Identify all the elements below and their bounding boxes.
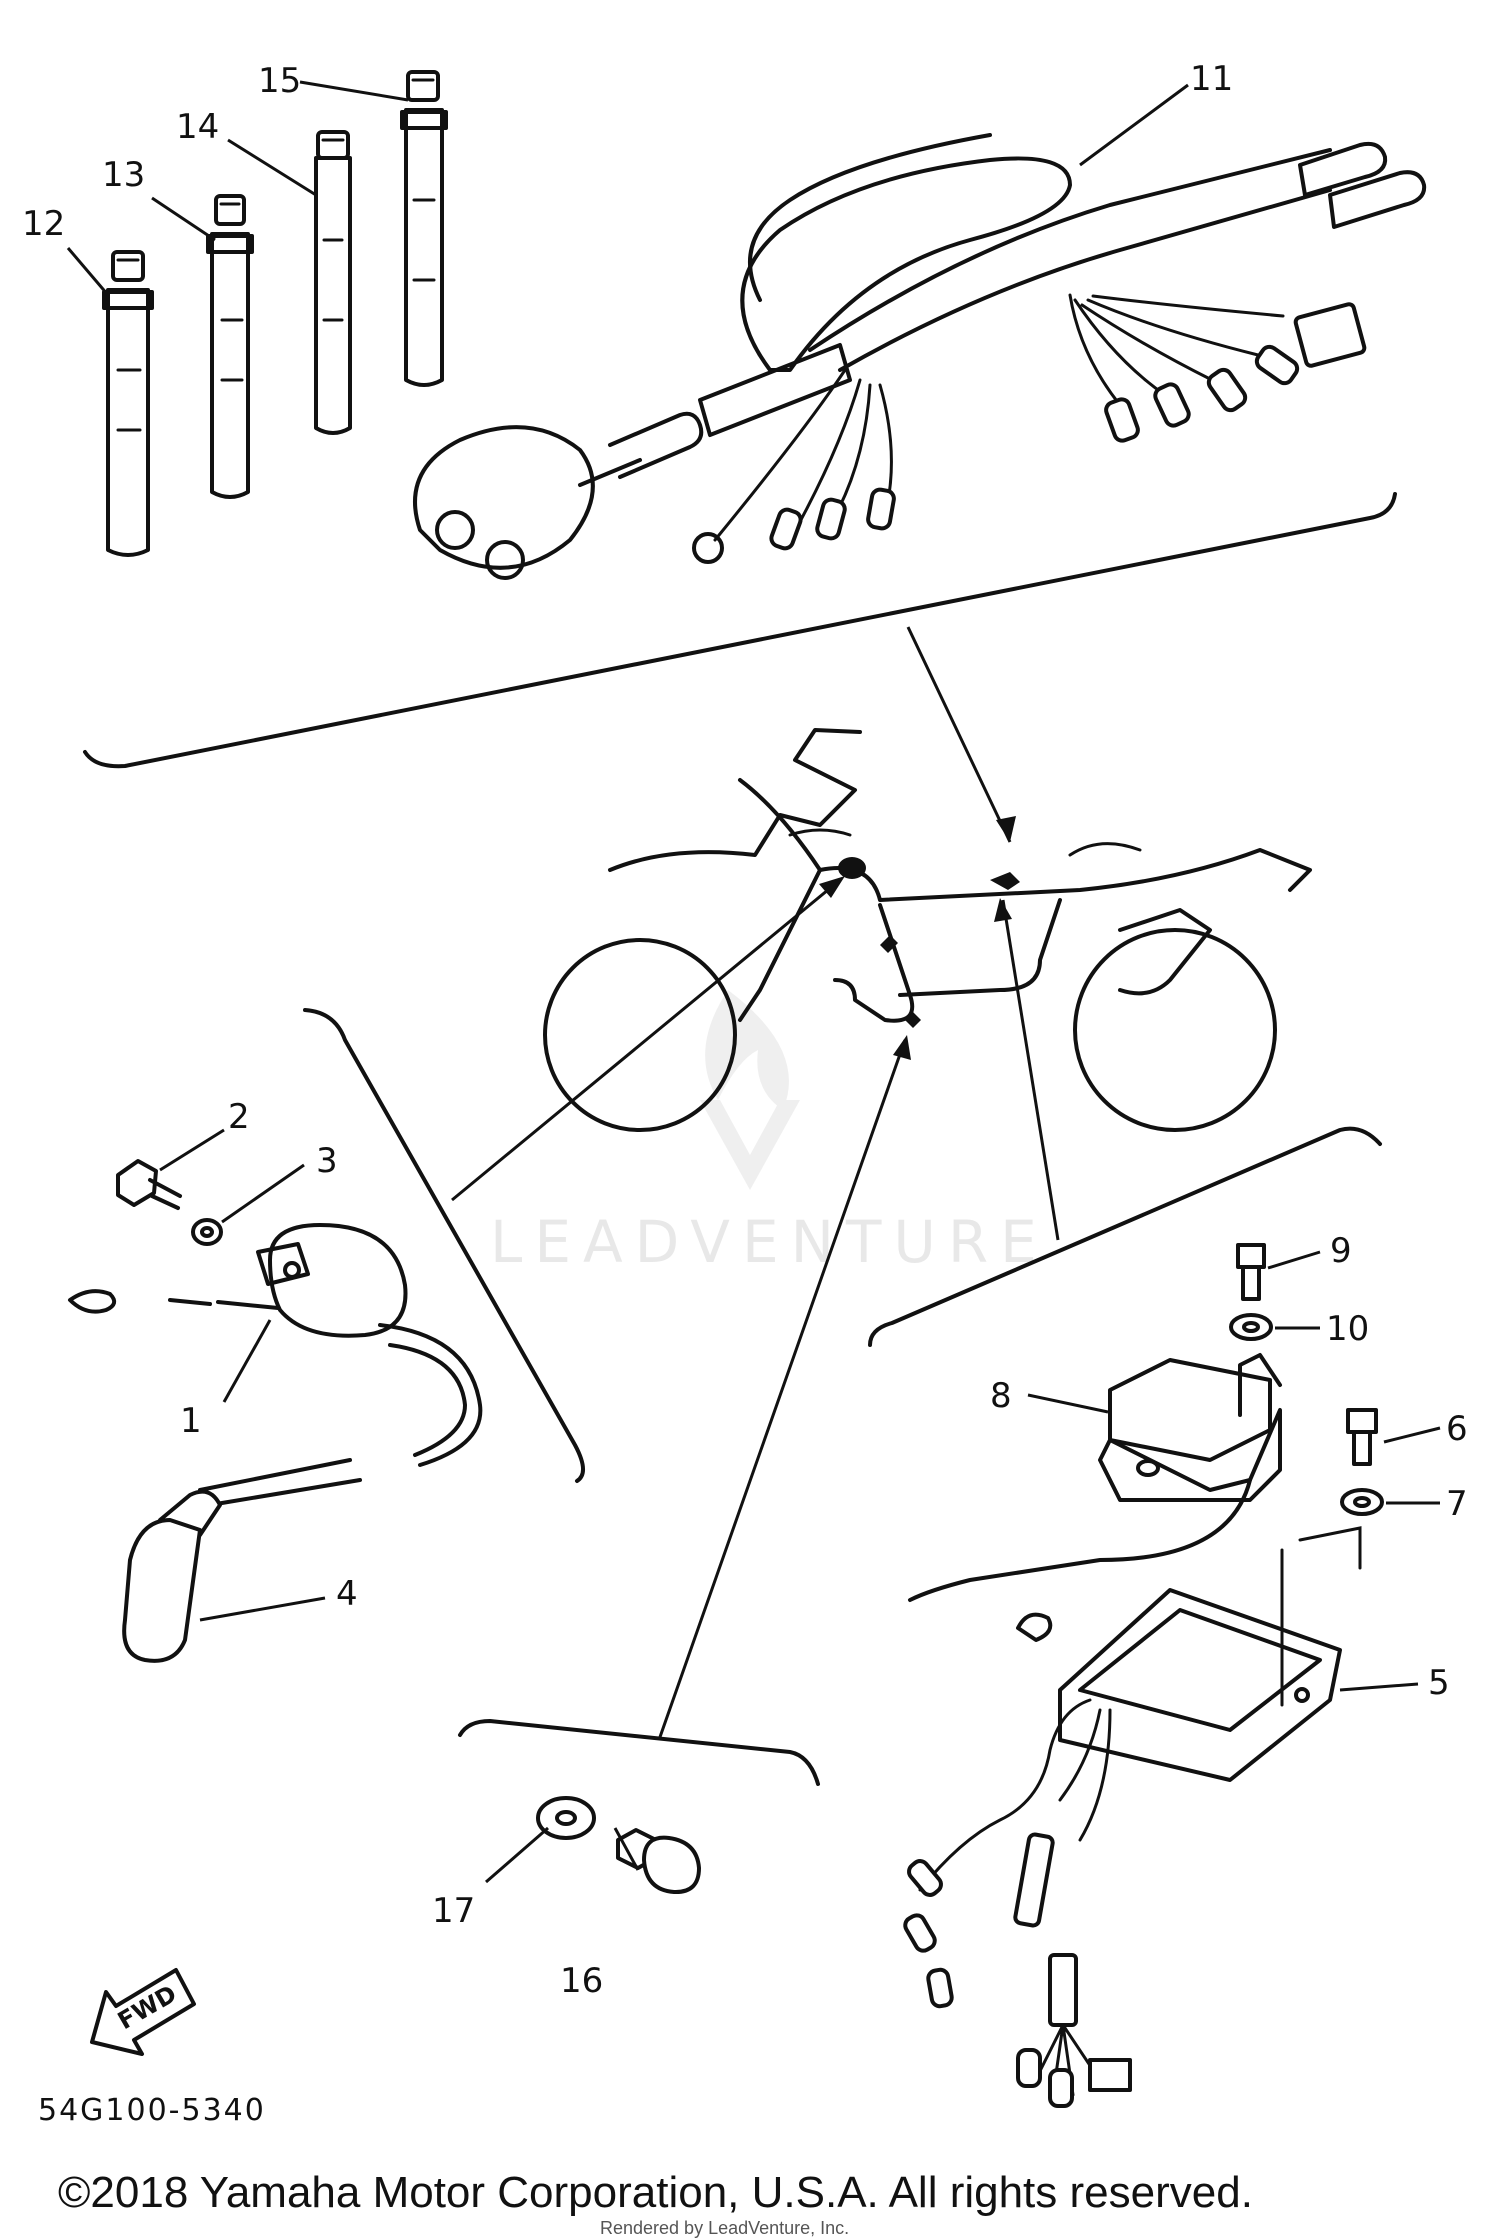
rendered-by-text: Rendered by LeadVenture, Inc. bbox=[600, 2218, 849, 2238]
copyright-text: ©2018 Yamaha Motor Corporation, U.S.A. A… bbox=[58, 2168, 1253, 2217]
callout-5: 5 bbox=[1428, 1663, 1450, 1703]
leadventure-watermark: LEADVENTURE bbox=[490, 990, 1049, 1276]
callout-10: 10 bbox=[1326, 1309, 1369, 1349]
callout-9: 9 bbox=[1330, 1231, 1352, 1271]
bolt-9 bbox=[1236, 1243, 1266, 1301]
section-separators bbox=[83, 492, 1397, 1786]
bolt-2 bbox=[116, 1159, 182, 1210]
watermark-text: LEADVENTURE bbox=[490, 1208, 1049, 1276]
callout-7: 7 bbox=[1446, 1484, 1468, 1524]
callout-4: 4 bbox=[336, 1574, 358, 1614]
washer-17 bbox=[536, 1796, 596, 1840]
callout-16: 16 bbox=[560, 1961, 603, 2001]
cable-tie-15 bbox=[400, 70, 448, 387]
plug-16 bbox=[616, 1828, 701, 1895]
cdi-unit-5 bbox=[903, 1526, 1362, 2108]
callout-2: 2 bbox=[228, 1097, 250, 1137]
callout-8: 8 bbox=[990, 1376, 1012, 1416]
wire-harness-11 bbox=[413, 133, 1427, 580]
callout-1: 1 bbox=[180, 1401, 202, 1441]
ignition-coil-1 bbox=[68, 1223, 483, 1467]
callout-14: 14 bbox=[176, 107, 219, 147]
callout-15: 15 bbox=[258, 61, 301, 101]
callout-11: 11 bbox=[1190, 59, 1233, 99]
cable-tie-12 bbox=[102, 250, 154, 557]
motorcycle-outline bbox=[543, 728, 1312, 1132]
diagram-code: 54G100-5340 bbox=[38, 2093, 266, 2128]
voltage-regulator-8 bbox=[908, 1353, 1282, 1642]
callout-12: 12 bbox=[22, 204, 65, 244]
callout-3: 3 bbox=[316, 1141, 338, 1181]
cable-tie-14 bbox=[314, 130, 352, 435]
callout-labels: 1 2 3 4 5 6 7 8 9 10 11 12 13 14 15 16 1… bbox=[22, 59, 1468, 2001]
callout-6: 6 bbox=[1446, 1409, 1468, 1449]
callout-17: 17 bbox=[432, 1891, 475, 1931]
leader-arrows bbox=[451, 626, 1060, 1738]
callout-13: 13 bbox=[102, 155, 145, 195]
washer-7 bbox=[1340, 1488, 1384, 1516]
spark-plug-cap-4 bbox=[122, 1458, 362, 1663]
forward-arrow: FWD bbox=[90, 1968, 196, 2056]
cable-tie-13 bbox=[206, 194, 254, 499]
callout-leaders bbox=[66, 80, 1441, 1884]
washer-10 bbox=[1229, 1313, 1273, 1341]
bolt-6 bbox=[1346, 1408, 1378, 1466]
washer-3 bbox=[191, 1218, 223, 1246]
